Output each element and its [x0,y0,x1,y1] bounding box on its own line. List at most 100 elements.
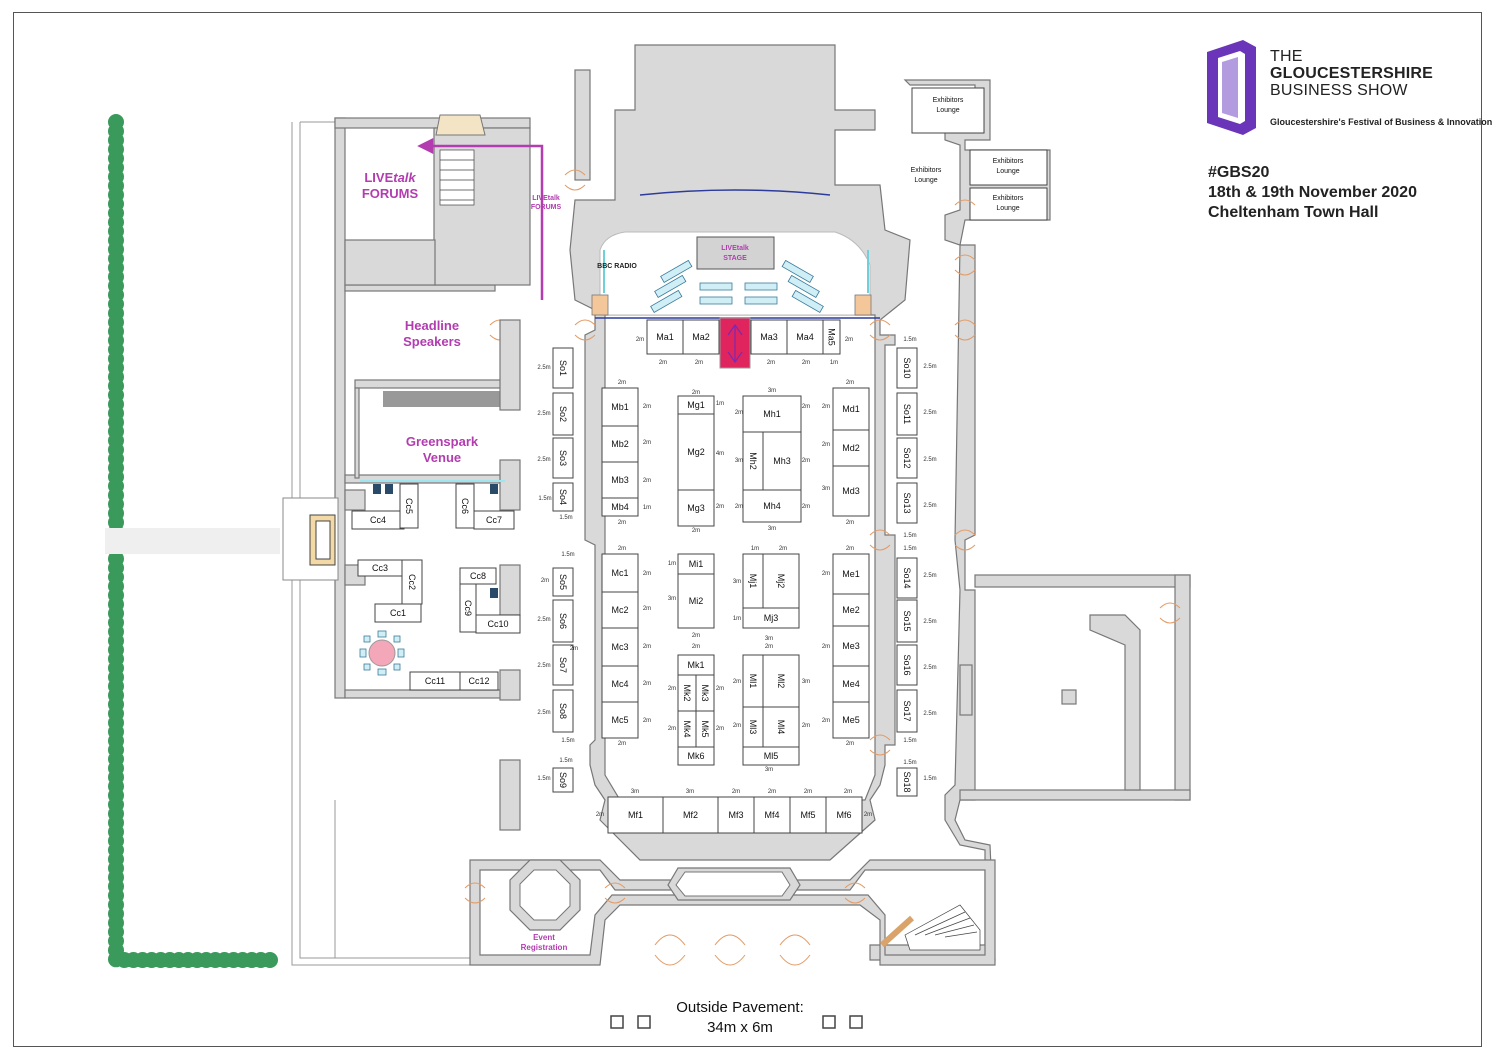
stand-mk1[interactable]: Mk1 [677,654,715,676]
stand-box[interactable] [832,701,870,739]
stand-ma1[interactable]: Ma1 [646,319,684,355]
stand-box[interactable] [822,319,841,355]
stand-cc12[interactable]: Cc12 [459,671,499,691]
stand-ma2[interactable]: Ma2 [682,319,720,355]
stand-mh4[interactable]: Mh4 [742,489,802,523]
stand-cc4[interactable]: Cc4 [351,510,405,530]
stand-md3[interactable]: Md3 [832,465,870,517]
stand-box[interactable] [762,654,800,708]
stand-box[interactable] [832,665,870,703]
stand-mk4[interactable]: Mk4 [677,710,697,748]
stand-box[interactable] [677,746,715,766]
stand-box[interactable] [601,497,639,517]
stand-so13[interactable]: So13 [896,482,918,524]
stand-box[interactable] [677,573,715,629]
stand-box[interactable] [374,603,422,623]
stand-ml5[interactable]: Ml5 [742,746,800,766]
stand-so6[interactable]: So6 [552,599,574,643]
stand-cc9[interactable]: Cc9 [459,583,477,633]
stand-box[interactable] [677,489,715,527]
stand-so8[interactable]: So8 [552,689,574,733]
stand-box[interactable] [552,437,574,479]
stand-box[interactable] [552,567,574,597]
stand-mg3[interactable]: Mg3 [677,489,715,527]
stand-box[interactable] [896,437,918,479]
stand-ml3[interactable]: Ml3 [742,706,764,748]
stand-box[interactable] [832,625,870,667]
stand-box[interactable] [475,614,521,634]
stand-box[interactable] [762,706,800,748]
stand-so14[interactable]: So14 [896,557,918,599]
stand-box[interactable] [832,387,870,431]
stand-box[interactable] [601,627,639,667]
stand-ma5[interactable]: Ma5 [822,319,841,355]
stand-mf5[interactable]: Mf5 [789,796,827,834]
stand-so11[interactable]: So11 [896,392,918,436]
stand-cc11[interactable]: Cc11 [409,671,461,691]
stand-so16[interactable]: So16 [896,644,918,686]
stand-cc1[interactable]: Cc1 [374,603,422,623]
stand-box[interactable] [601,461,639,499]
stand-so12[interactable]: So12 [896,437,918,479]
stand-cc2[interactable]: Cc2 [401,559,423,605]
stand-box[interactable] [677,413,715,491]
stand-cc7[interactable]: Cc7 [473,510,515,530]
stand-box[interactable] [459,567,497,585]
stand-mc3[interactable]: Mc3 [601,627,639,667]
stand-box[interactable] [750,319,788,355]
stand-mf6[interactable]: Mf6 [825,796,863,834]
stand-box[interactable] [459,671,499,691]
stand-md1[interactable]: Md1 [832,387,870,431]
stand-so15[interactable]: So15 [896,599,918,643]
stand-box[interactable] [601,701,639,739]
stand-so3[interactable]: So3 [552,437,574,479]
stand-so5[interactable]: So5 [552,567,574,597]
stand-box[interactable] [601,425,639,463]
stand-box[interactable] [825,796,863,834]
stand-mg1[interactable]: Mg1 [677,395,715,415]
stand-mb2[interactable]: Mb2 [601,425,639,463]
stand-ml1[interactable]: Ml1 [742,654,764,708]
stand-ma3[interactable]: Ma3 [750,319,788,355]
stand-mi2[interactable]: Mi2 [677,573,715,629]
stand-mh3[interactable]: Mh3 [762,431,802,491]
stand-mk3[interactable]: Mk3 [695,674,715,712]
stand-mk2[interactable]: Mk2 [677,674,697,712]
stand-box[interactable] [753,796,791,834]
stand-box[interactable] [896,689,918,733]
stand-box[interactable] [601,387,639,427]
stand-mj2[interactable]: Mj2 [762,553,800,609]
stand-cc10[interactable]: Cc10 [475,614,521,634]
stand-ml4[interactable]: Ml4 [762,706,800,748]
stand-mi1[interactable]: Mi1 [677,553,715,575]
stand-box[interactable] [552,347,574,389]
stand-me3[interactable]: Me3 [832,625,870,667]
stand-box[interactable] [552,599,574,643]
stand-ml2[interactable]: Ml2 [762,654,800,708]
stand-box[interactable] [786,319,824,355]
stand-mj3[interactable]: Mj3 [742,607,800,629]
stand-cc5[interactable]: Cc5 [399,483,419,529]
stand-so7[interactable]: So7 [552,644,574,686]
stand-mf4[interactable]: Mf4 [753,796,791,834]
stand-mc2[interactable]: Mc2 [601,591,639,629]
stand-mf3[interactable]: Mf3 [717,796,755,834]
stand-mc4[interactable]: Mc4 [601,665,639,703]
stand-box[interactable] [896,644,918,686]
stand-so4[interactable]: So4 [552,482,574,512]
stand-mb1[interactable]: Mb1 [601,387,639,427]
stand-mh1[interactable]: Mh1 [742,395,802,433]
stand-box[interactable] [896,557,918,599]
stand-so10[interactable]: So10 [896,347,918,389]
stand-box[interactable] [742,607,800,629]
stand-box[interactable] [459,583,477,633]
stand-box[interactable] [832,465,870,517]
stand-so2[interactable]: So2 [552,392,574,436]
stand-mf1[interactable]: Mf1 [607,796,664,834]
stand-box[interactable] [682,319,720,355]
stand-box[interactable] [552,767,574,793]
stand-box[interactable] [896,392,918,436]
stand-mc1[interactable]: Mc1 [601,553,639,593]
stand-box[interactable] [399,483,419,529]
stand-mg2[interactable]: Mg2 [677,413,715,491]
